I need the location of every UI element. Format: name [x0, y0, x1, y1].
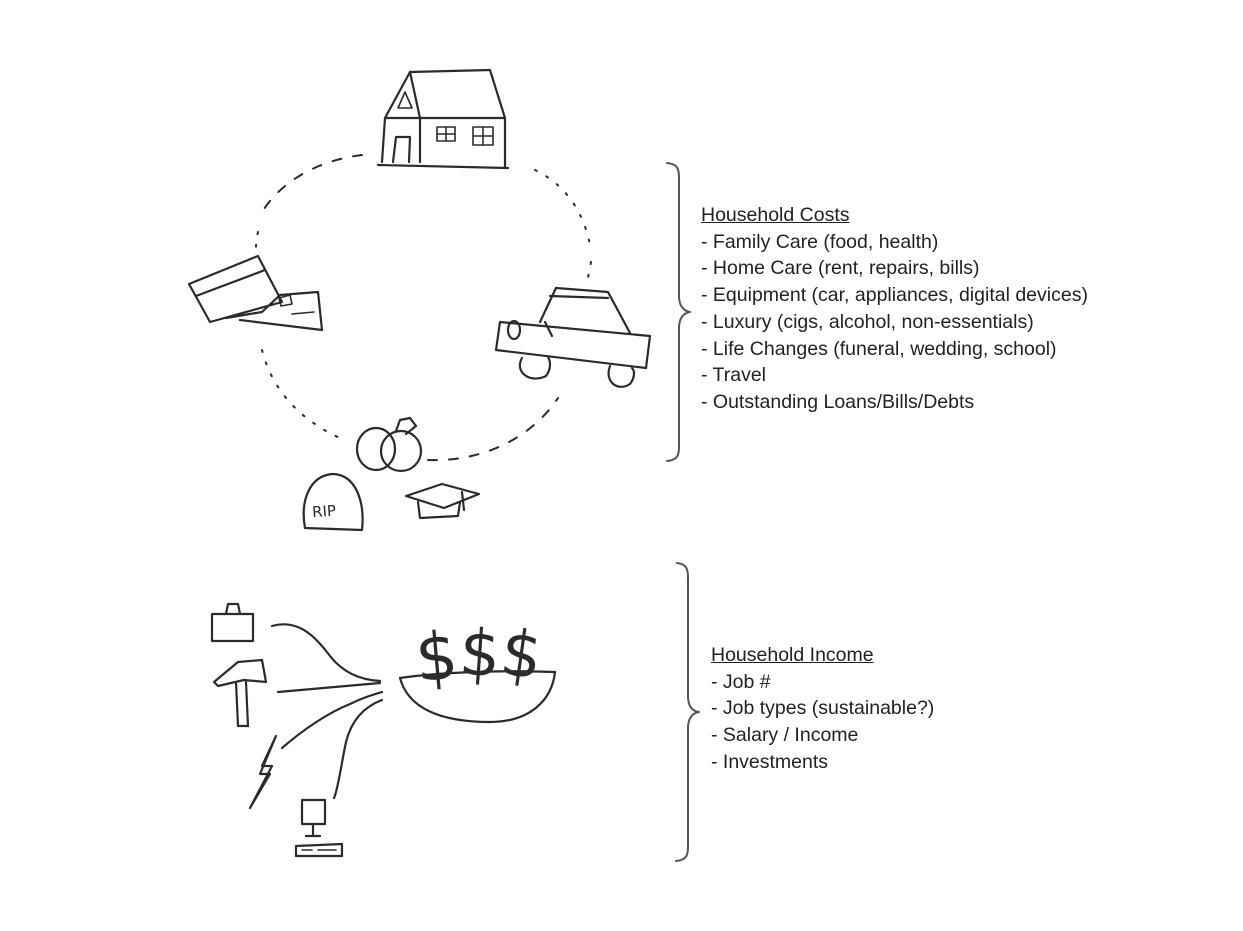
hammer-icon — [214, 660, 266, 726]
money-symbol: $ — [457, 616, 503, 693]
cost-item: - Home Care (rent, repairs, bills) — [701, 255, 1088, 282]
credit-cards-icon — [189, 256, 322, 330]
income-item: - Job # — [711, 669, 934, 696]
costs-brace — [667, 163, 690, 461]
income-item: - Salary / Income — [711, 722, 934, 749]
cost-item: - Family Care (food, health) — [701, 229, 1088, 256]
income-item: - Job types (sustainable?) — [711, 695, 934, 722]
income-item: - Investments — [711, 749, 934, 776]
house-icon — [378, 70, 508, 168]
cost-item: - Life Changes (funeral, wedding, school… — [701, 336, 1088, 363]
tombstone-label: RIP — [311, 502, 336, 522]
briefcase-icon — [212, 604, 253, 641]
tombstone-icon: RIP — [304, 474, 363, 530]
household-income-note: Household Income - Job # - Job types (su… — [711, 642, 934, 776]
cost-item: - Luxury (cigs, alcohol, non-essentials) — [701, 309, 1088, 336]
computer-icon — [296, 800, 342, 856]
car-icon — [496, 288, 650, 387]
cost-item: - Outstanding Loans/Bills/Debts — [701, 389, 1088, 416]
graduation-cap-icon — [406, 484, 479, 518]
money-symbol: $ — [496, 616, 547, 695]
household-costs-note: Household Costs - Family Care (food, hea… — [701, 202, 1088, 416]
household-income-heading: Household Income — [711, 642, 934, 669]
money-symbol: $ — [412, 617, 461, 697]
household-costs-heading: Household Costs — [701, 202, 1088, 229]
money-bowl-icon: $ $ $ — [400, 616, 555, 722]
income-flow-lines — [272, 624, 382, 798]
cost-item: - Equipment (car, appliances, digital de… — [701, 282, 1088, 309]
lightning-icon — [250, 736, 276, 808]
income-brace — [676, 563, 699, 861]
cost-item: - Travel — [701, 362, 1088, 389]
wedding-rings-icon — [357, 418, 421, 471]
cost-cycle-ring — [256, 155, 591, 460]
